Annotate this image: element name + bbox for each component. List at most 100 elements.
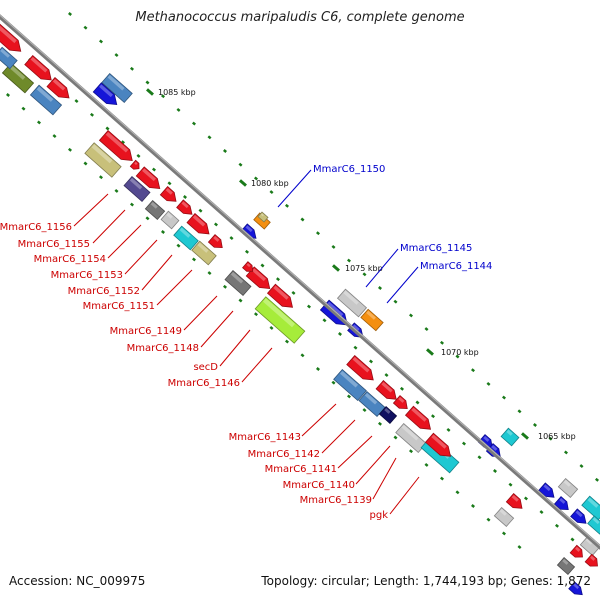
gene-label[interactable]: MmarC6_1150 bbox=[313, 164, 385, 175]
gene-arrow[interactable] bbox=[29, 84, 63, 116]
gene-arrow[interactable] bbox=[176, 199, 196, 218]
tick-mark bbox=[145, 80, 150, 85]
gene-arrow[interactable] bbox=[568, 581, 585, 598]
gene-arrow[interactable] bbox=[584, 553, 600, 569]
tick-mark bbox=[486, 517, 491, 522]
tick-mark bbox=[222, 149, 228, 153]
gene-arrow[interactable] bbox=[123, 175, 151, 203]
gene-label-leader bbox=[277, 169, 312, 208]
tick-mark bbox=[461, 441, 467, 446]
gene-label[interactable]: MmarC6_1142 bbox=[248, 449, 320, 460]
gene-label[interactable]: MmarC6_1153 bbox=[51, 270, 123, 281]
gene-label[interactable]: MmarC6_1155 bbox=[18, 239, 90, 250]
gene-arrow[interactable] bbox=[257, 211, 269, 223]
gene-label[interactable]: MmarC6_1148 bbox=[127, 343, 199, 354]
tick-mark bbox=[508, 482, 513, 487]
gene-arrow[interactable] bbox=[505, 493, 525, 513]
gene-arrow[interactable] bbox=[242, 261, 256, 275]
tick-mark bbox=[322, 318, 327, 323]
gene-arrow[interactable] bbox=[159, 186, 179, 206]
gene-arrow[interactable] bbox=[360, 308, 384, 332]
gene-arrow[interactable] bbox=[129, 159, 141, 171]
gene-arrow[interactable] bbox=[556, 557, 576, 575]
gene-label[interactable]: MmarC6_1156 bbox=[0, 222, 72, 233]
tick-mark bbox=[384, 373, 389, 378]
tick-mark bbox=[306, 304, 312, 309]
gene-label[interactable]: MmarC6_1143 bbox=[229, 432, 301, 443]
gene-arrow[interactable] bbox=[254, 296, 306, 344]
tick-mark bbox=[594, 477, 600, 482]
gene-arrow[interactable] bbox=[173, 225, 199, 251]
gene-arrow[interactable] bbox=[46, 76, 73, 103]
tick-mark bbox=[21, 106, 26, 111]
gene-label[interactable]: MmarC6_1154 bbox=[34, 254, 106, 265]
tick-mark bbox=[353, 345, 358, 350]
gene-arrow[interactable] bbox=[191, 240, 217, 266]
gene-arrow[interactable] bbox=[0, 46, 18, 70]
gene-label[interactable]: MmarC6_1140 bbox=[283, 480, 355, 491]
gene-arrow[interactable] bbox=[160, 210, 180, 230]
gene-label[interactable]: MmarC6_1152 bbox=[68, 286, 140, 297]
tick-mark bbox=[346, 394, 352, 399]
gene-arrow[interactable] bbox=[24, 55, 55, 85]
gene-arrow[interactable] bbox=[186, 212, 213, 239]
gene-arrow[interactable] bbox=[135, 166, 163, 193]
tick-mark bbox=[89, 112, 95, 117]
gene-arrow[interactable] bbox=[557, 478, 579, 498]
tick-mark bbox=[269, 325, 274, 330]
gene-arrow[interactable] bbox=[375, 380, 400, 404]
gene-arrow[interactable] bbox=[144, 200, 166, 220]
tick-mark bbox=[455, 490, 460, 495]
gene-arrow[interactable] bbox=[224, 269, 252, 297]
tick-mark bbox=[275, 277, 281, 282]
gene-arrow[interactable] bbox=[538, 482, 558, 501]
gene-arrow[interactable] bbox=[378, 406, 398, 424]
gene-arrow[interactable] bbox=[493, 507, 515, 527]
gene-label[interactable]: MmarC6_1145 bbox=[400, 243, 472, 254]
gene-arrow[interactable] bbox=[358, 390, 386, 418]
tick-mark bbox=[244, 249, 250, 254]
tick-mark bbox=[439, 340, 445, 345]
gene-label[interactable]: pgk bbox=[370, 510, 389, 521]
gene-arrow[interactable] bbox=[1, 62, 35, 94]
gene-arrow[interactable] bbox=[333, 368, 367, 402]
gene-arrow[interactable] bbox=[245, 266, 273, 293]
tick-mark bbox=[399, 386, 405, 391]
gene-arrow[interactable] bbox=[346, 355, 377, 385]
gene-label[interactable]: MmarC6_1146 bbox=[168, 378, 240, 389]
gene-arrow[interactable] bbox=[207, 234, 225, 252]
gene-label[interactable]: MmarC6_1141 bbox=[265, 464, 337, 475]
tick-mark bbox=[182, 195, 188, 199]
tick-mark bbox=[253, 312, 259, 317]
tick-mark bbox=[198, 208, 203, 213]
gene-arrow[interactable] bbox=[570, 508, 590, 527]
tick-mark bbox=[114, 53, 119, 58]
gene-label[interactable]: MmarC6_1151 bbox=[83, 301, 155, 312]
tick-mark bbox=[176, 107, 181, 112]
tick-mark bbox=[377, 421, 383, 426]
tick-mark bbox=[67, 12, 73, 16]
gene-label[interactable]: MmarC6_1149 bbox=[110, 326, 182, 337]
gene-label[interactable]: MmarC6_1139 bbox=[300, 495, 372, 506]
tick-mark bbox=[151, 167, 157, 172]
gene-arrow[interactable] bbox=[98, 129, 136, 166]
tick-mark bbox=[253, 176, 259, 181]
gene-arrow[interactable] bbox=[392, 395, 410, 413]
gene-arrow[interactable] bbox=[92, 82, 120, 109]
gene-arrow[interactable] bbox=[0, 23, 25, 56]
gene-arrow[interactable] bbox=[404, 405, 435, 434]
gene-arrow[interactable] bbox=[424, 432, 455, 461]
gene-arrow[interactable] bbox=[569, 544, 586, 560]
gene-arrow[interactable] bbox=[101, 73, 133, 103]
gene-arrow[interactable] bbox=[500, 427, 520, 447]
gene-arrow[interactable] bbox=[553, 496, 571, 514]
tick-mark bbox=[284, 203, 290, 208]
gene-arrow[interactable] bbox=[336, 288, 368, 318]
gene-arrow[interactable] bbox=[266, 283, 297, 312]
gene-label[interactable]: secD bbox=[193, 362, 218, 373]
gene-arrow[interactable] bbox=[395, 423, 427, 453]
gene-label[interactable]: MmarC6_1144 bbox=[420, 261, 492, 272]
gene-arrow[interactable] bbox=[84, 142, 122, 178]
